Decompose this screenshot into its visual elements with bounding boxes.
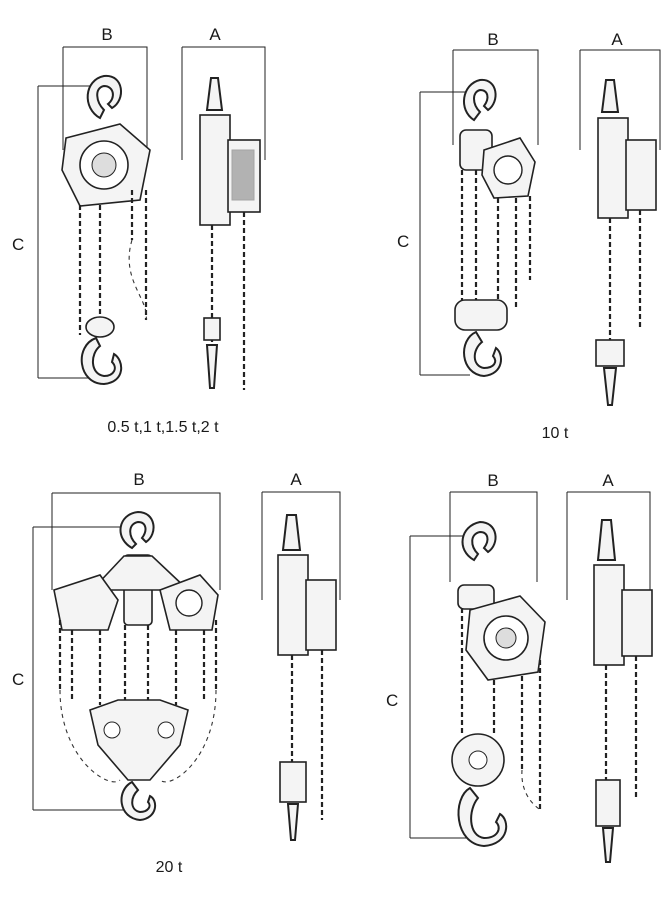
label-b: B bbox=[101, 25, 112, 44]
label-a: A bbox=[209, 25, 221, 44]
dimension-a-bracket bbox=[261, 491, 341, 600]
dimension-c-bracket bbox=[409, 535, 475, 839]
bottom-hook bbox=[463, 330, 502, 378]
bottom-block bbox=[454, 299, 508, 331]
hoist-front-view bbox=[451, 520, 546, 848]
dimension-a-bracket bbox=[579, 49, 661, 150]
top-hook bbox=[463, 78, 497, 122]
dimension-c-bracket bbox=[419, 91, 470, 376]
bottom-block bbox=[89, 699, 189, 781]
label-a: A bbox=[290, 470, 302, 489]
caption-20t: 20 t bbox=[156, 859, 183, 876]
label-c: C bbox=[12, 670, 24, 689]
hoist-side-view bbox=[595, 79, 657, 406]
caption-10t: 10 t bbox=[542, 425, 569, 442]
dimension-a-bracket bbox=[181, 46, 266, 160]
bottom-block bbox=[85, 316, 115, 338]
hoist-side-view bbox=[199, 77, 261, 390]
dimension-c-bracket bbox=[32, 526, 130, 811]
dimension-b-bracket bbox=[452, 49, 539, 145]
label-b: B bbox=[487, 471, 498, 490]
dimension-b-bracket bbox=[449, 491, 538, 582]
diagram-additional-model: B A C bbox=[386, 471, 653, 863]
diagram-20t: B A C bbox=[12, 470, 341, 876]
hoist-side-view bbox=[277, 514, 337, 841]
hoist-front-view bbox=[61, 74, 151, 386]
label-c: C bbox=[12, 235, 24, 254]
hoist-front-view bbox=[454, 78, 536, 378]
dimension-b-bracket bbox=[62, 46, 148, 150]
label-a: A bbox=[611, 30, 623, 49]
diagram-10t: B A C 10 t bbox=[397, 30, 661, 442]
hoist-front-view bbox=[53, 510, 219, 822]
bottom-hook bbox=[457, 786, 508, 848]
caption-small-capacity: 0.5 t,1 t,1.5 t,2 t bbox=[107, 419, 219, 436]
top-hook bbox=[119, 510, 155, 550]
bottom-hook bbox=[120, 780, 157, 822]
dimension-b-bracket bbox=[51, 492, 221, 590]
label-b: B bbox=[487, 30, 498, 49]
top-hook bbox=[461, 520, 497, 562]
label-b: B bbox=[133, 470, 144, 489]
dimension-a-bracket bbox=[566, 491, 651, 600]
label-c: C bbox=[397, 232, 409, 251]
hoist-side-view bbox=[593, 519, 653, 863]
label-c: C bbox=[386, 691, 398, 710]
label-a: A bbox=[602, 471, 614, 490]
top-hook bbox=[86, 74, 122, 120]
bottom-hook bbox=[80, 336, 123, 386]
diagram-small-capacity: B A C 0.5 t,1 t,1.5 t, bbox=[12, 25, 266, 436]
